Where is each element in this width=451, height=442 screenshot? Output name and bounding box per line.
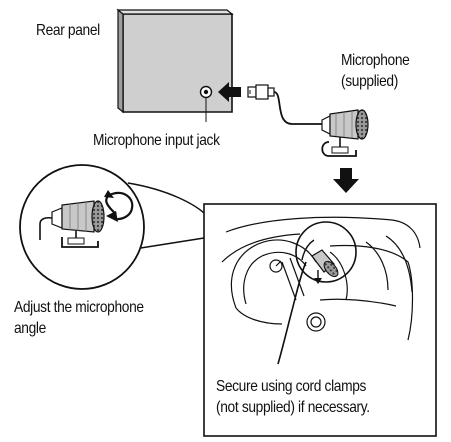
dashboard-illustration xyxy=(221,216,421,365)
microphone-cord xyxy=(273,91,324,125)
cord-clamp-note-line1: Secure using cord clamps xyxy=(216,378,367,395)
adjust-angle-label-line2: angle xyxy=(14,320,46,337)
microphone xyxy=(321,109,369,157)
mounted-microphone xyxy=(311,249,339,284)
adjust-angle-label-line1: Adjust the microphone xyxy=(14,299,144,316)
mini-plug xyxy=(247,84,275,100)
cord-clamp-note-line2: (not supplied) if necessary. xyxy=(216,399,370,416)
arrow-down-icon xyxy=(333,168,359,193)
rotate-icon xyxy=(104,190,134,222)
microphone-closeup xyxy=(39,200,105,248)
microphone-input-jack xyxy=(199,85,213,99)
arrow-left-icon xyxy=(218,82,241,102)
zoom-callout xyxy=(19,164,205,290)
rear-panel xyxy=(116,8,234,114)
microphone-input-jack-label: Microphone input jack xyxy=(93,132,220,149)
microphone-supplied-label: (supplied) xyxy=(341,73,398,90)
rear-panel-label: Rear panel xyxy=(36,22,100,39)
microphone-label: Microphone xyxy=(341,52,410,69)
